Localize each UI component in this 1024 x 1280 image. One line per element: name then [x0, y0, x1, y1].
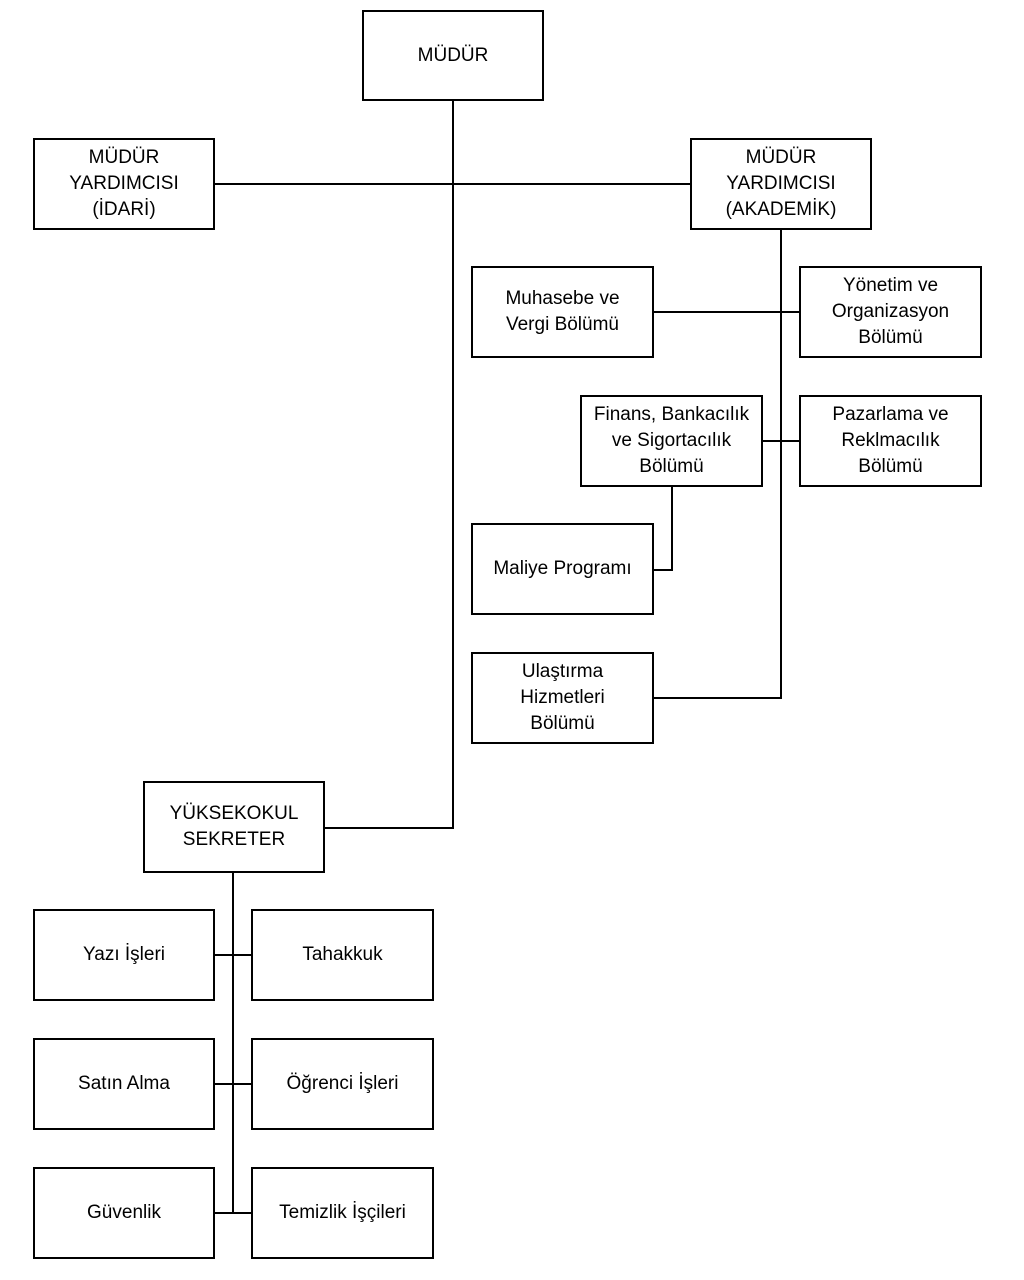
node-mudur-yardimcisi-idari: MÜDÜR YARDIMCISI (İDARİ) — [33, 138, 215, 230]
node-satin-alma: Satın Alma — [33, 1038, 215, 1130]
node-ogrenci-isleri: Öğrenci İşleri — [251, 1038, 434, 1130]
node-ulastirma-hizmetleri: Ulaştırma Hizmetleri Bölümü — [471, 652, 654, 744]
node-muhasebe-vergi: Muhasebe ve Vergi Bölümü — [471, 266, 654, 358]
connector-mudur-sekreter — [323, 100, 454, 829]
connector-akademik-trunk — [653, 229, 782, 699]
node-yuksekokul-sekreter: YÜKSEKOKUL SEKRETER — [143, 781, 325, 873]
node-yazi-isleri: Yazı İşleri — [33, 909, 215, 1001]
node-guvenlik: Güvenlik — [33, 1167, 215, 1259]
node-maliye-programi: Maliye Programı — [471, 523, 654, 615]
node-mudur: MÜDÜR — [362, 10, 544, 101]
node-finans-bankacilik: Finans, Bankacılık ve Sigortacılık Bölüm… — [580, 395, 763, 487]
connector-finans-maliye — [653, 486, 673, 571]
node-mudur-yardimcisi-akademik: MÜDÜR YARDIMCISI (AKADEMİK) — [690, 138, 872, 230]
node-temizlik-iscileri: Temizlik İşçileri — [251, 1167, 434, 1259]
node-yonetim-organizasyon: Yönetim ve Organizasyon Bölümü — [799, 266, 982, 358]
node-pazarlama-reklamcilik: Pazarlama ve Reklmacılık Bölümü — [799, 395, 982, 487]
node-tahakkuk: Tahakkuk — [251, 909, 434, 1001]
